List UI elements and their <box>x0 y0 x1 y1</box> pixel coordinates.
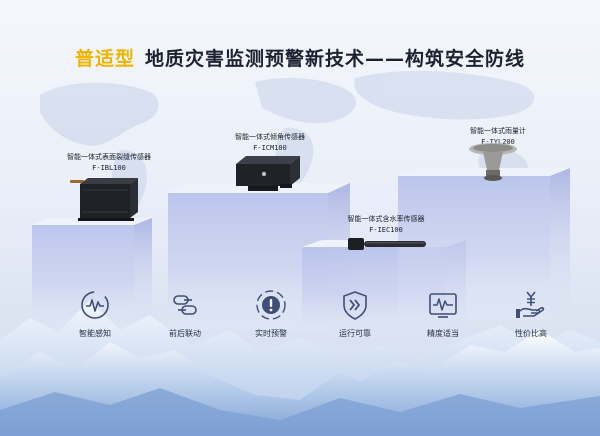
product-label-moisture-sensor: 智能一体式含水率传感器 F-IEC100 <box>326 214 446 236</box>
feature-linkage: 前后联动 <box>150 288 220 339</box>
feature-label: 智能感知 <box>79 329 111 338</box>
feature-smart-sensing: 智能感知 <box>60 288 130 339</box>
pillar-4 <box>398 168 570 320</box>
product-code: F-ICM100 <box>253 144 287 152</box>
feature-label: 精度适当 <box>427 329 459 338</box>
feature-label: 性价比高 <box>515 329 547 338</box>
feature-label: 运行可靠 <box>339 329 371 338</box>
product-name: 智能一体式雨量计 <box>470 127 526 135</box>
product-code: F-IYL200 <box>481 138 515 146</box>
product-code: F-IBL100 <box>92 164 126 172</box>
alert-target-icon <box>256 290 286 320</box>
moisture-sensor-device <box>348 238 426 250</box>
inclination-sensor-device <box>236 156 300 191</box>
page-title: 普适型地质灾害监测预警新技术——构筑安全防线 <box>0 44 600 71</box>
surface-crack-sensor-device <box>70 178 138 221</box>
product-label-surface-crack-sensor: 智能一体式表面裂缝传感器 F-IBL100 <box>50 152 168 174</box>
pulse-circle-icon <box>81 291 109 319</box>
feature-realtime-alert: 实时预警 <box>236 288 306 339</box>
product-label-rain-gauge: 智能一体式雨量计 F-IYL200 <box>446 126 550 148</box>
product-name: 智能一体式倾角传感器 <box>235 133 305 141</box>
product-name: 智能一体式含水率传感器 <box>347 215 425 223</box>
shield-forward-icon <box>343 291 367 320</box>
world-map-decoration <box>40 70 535 216</box>
product-name: 智能一体式表面裂缝传感器 <box>67 153 151 161</box>
feature-label: 实时预警 <box>255 329 287 338</box>
mountains-decoration <box>0 300 600 436</box>
product-label-inclination-sensor: 智能一体式倾角传感器 F-ICM100 <box>210 132 330 154</box>
product-code: F-IEC100 <box>369 226 403 234</box>
rain-gauge-device <box>469 143 517 181</box>
headline-highlight: 普适型 <box>74 48 135 70</box>
feature-cost-effective: 性价比高 <box>496 288 566 339</box>
yen-hand-icon <box>516 291 545 318</box>
linked-chain-icon <box>173 295 197 315</box>
headline-text: 地质灾害监测预警新技术——构筑安全防线 <box>145 48 526 70</box>
feature-reliable-operation: 运行可靠 <box>320 288 390 339</box>
feature-appropriate-accuracy: 精度适当 <box>408 288 478 339</box>
feature-label: 前后联动 <box>169 329 201 338</box>
waveform-monitor-icon <box>429 293 457 318</box>
